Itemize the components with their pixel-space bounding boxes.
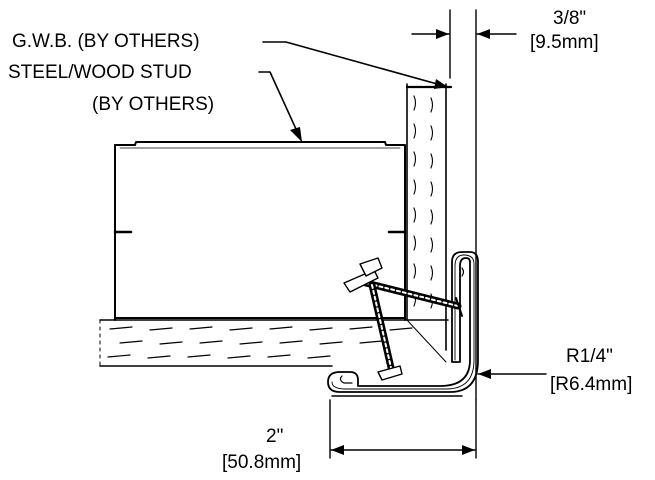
fastener-screws [343, 257, 463, 381]
label-width-mm: [50.8mm] [222, 452, 302, 473]
dimension-width [329, 399, 477, 459]
floor-substrate [99, 319, 449, 367]
leader-radius [477, 369, 547, 379]
label-thickness-mm: [9.5mm] [530, 32, 599, 53]
stud [113, 141, 407, 321]
label-stud-line2: (BY OTHERS) [92, 94, 215, 115]
trim-profile [327, 251, 479, 397]
leader-gwb [262, 41, 449, 89]
label-thickness-in: 3/8" [553, 8, 587, 29]
label-stud-line1: STEEL/WOOD STUD [8, 62, 192, 83]
label-radius-in: R1/4" [566, 346, 613, 367]
dimension-thickness [411, 9, 517, 401]
label-radius-mm: [R6.4mm] [550, 374, 633, 395]
leader-stud [258, 71, 302, 142]
label-gwb: G.W.B. (BY OTHERS) [12, 31, 200, 52]
label-width-in: 2" [266, 426, 284, 447]
gwb-panel [405, 83, 453, 363]
